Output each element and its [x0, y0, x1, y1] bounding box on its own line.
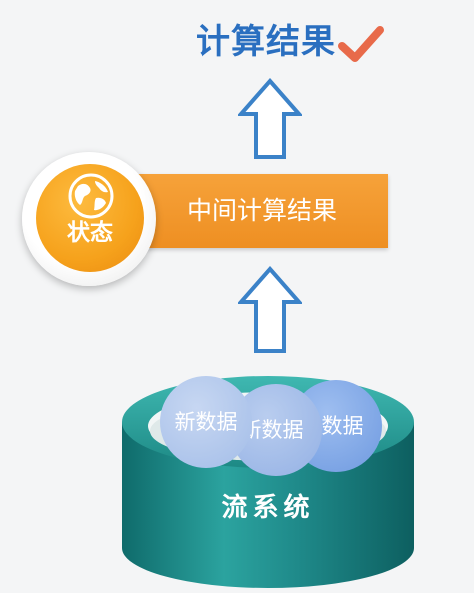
state-label: 状态 [67, 220, 113, 246]
globe-icon [68, 173, 114, 219]
up-arrow-icon [238, 266, 302, 353]
up-arrow-icon [238, 78, 302, 159]
result-title: 计算结果 [196, 22, 336, 62]
intermediate-result-label: 中间计算结果 [186, 196, 337, 225]
stream-system-label: 流系统 [221, 493, 315, 523]
check-icon [338, 26, 384, 62]
intermediate-result-bar [132, 174, 388, 248]
new-data-ball: 新数据 [160, 376, 252, 468]
